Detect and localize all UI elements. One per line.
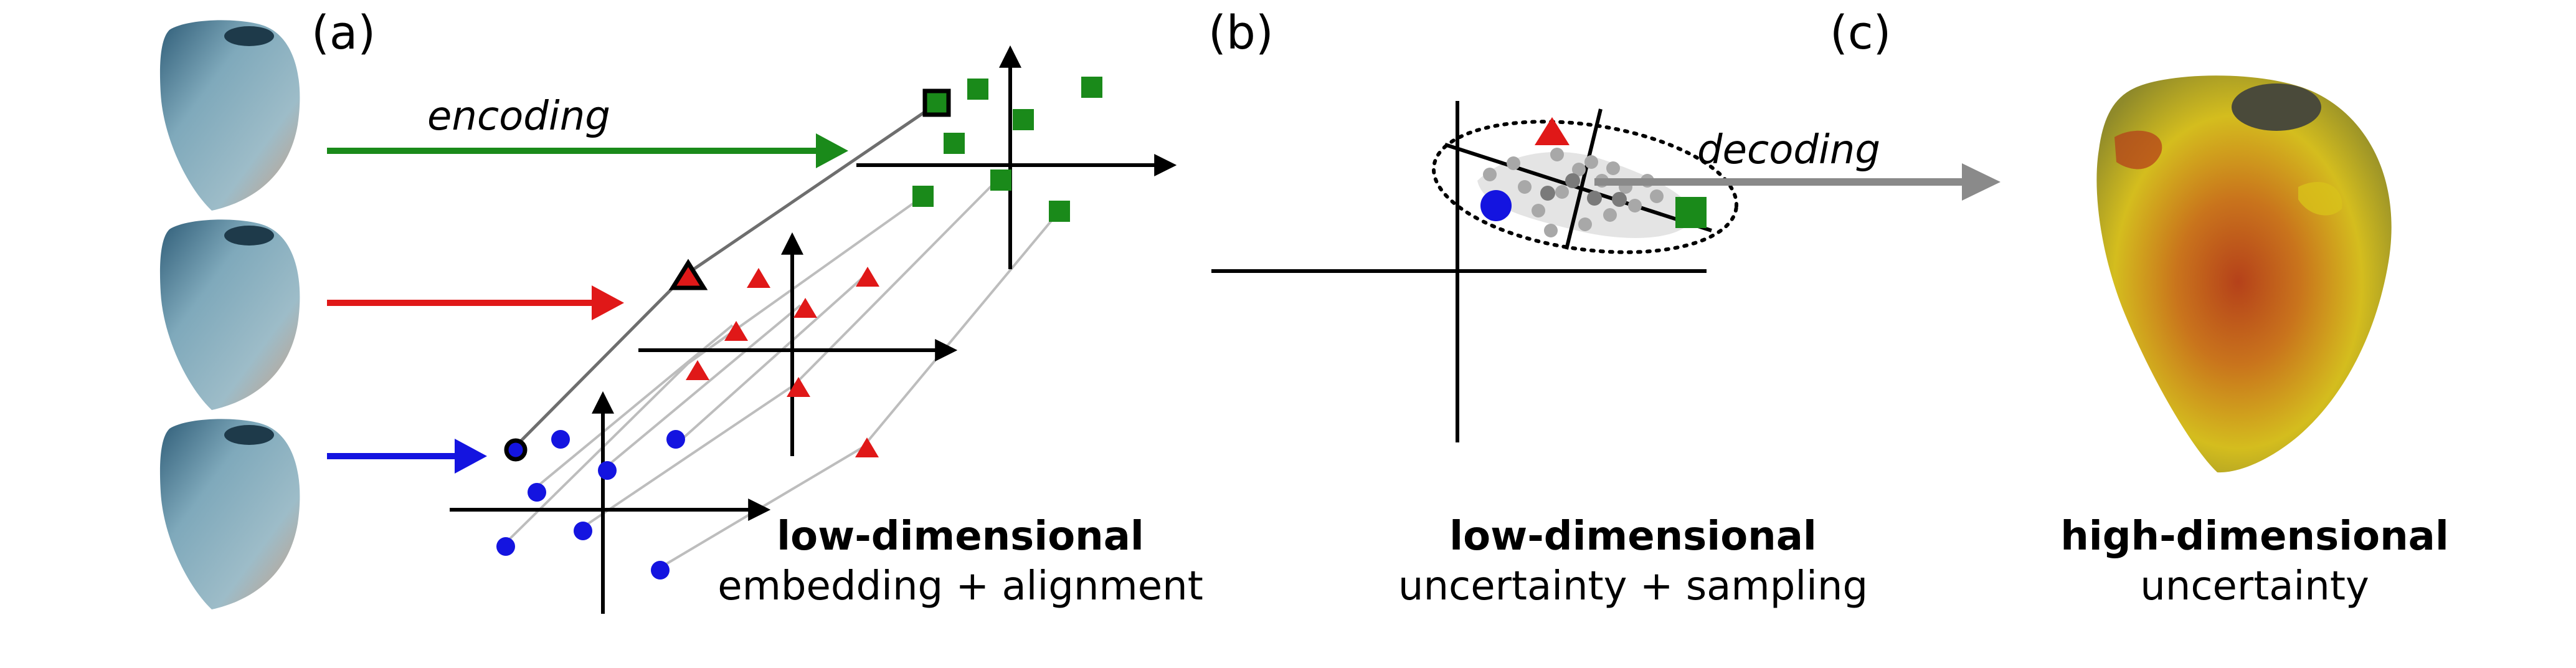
green-point	[1081, 77, 1102, 98]
encoding-label: encoding	[427, 93, 610, 140]
panel-label-a: (a)	[311, 6, 376, 60]
heart-mesh-3	[159, 419, 300, 609]
green-points	[912, 77, 1102, 222]
blue-point	[496, 537, 515, 556]
caption-c-subtitle: uncertainty	[2140, 563, 2369, 609]
blue-points	[496, 430, 685, 580]
dark-samples	[1540, 173, 1627, 207]
blue-point	[574, 522, 592, 540]
encoding-arrow-green	[327, 133, 848, 168]
sample-point	[1555, 185, 1569, 199]
caption-b-title: low-dimensional	[1449, 513, 1817, 560]
heart-mesh-2	[159, 219, 300, 410]
panel-label-b: (b)	[1208, 6, 1274, 60]
red-point	[787, 377, 810, 397]
sample-point	[1584, 155, 1598, 169]
red-point	[747, 268, 770, 288]
uncertainty-ellipse	[1431, 120, 1739, 254]
green-point	[1049, 201, 1070, 222]
sample-point	[1518, 180, 1532, 194]
caption-a-title: low-dimensional	[777, 513, 1144, 560]
green-point	[967, 79, 988, 100]
green-point	[1013, 109, 1034, 130]
sample-point	[1628, 199, 1642, 212]
blue-point-selected	[504, 438, 528, 462]
green-mean-point	[1675, 197, 1707, 228]
decoding-arrow	[1594, 163, 2001, 201]
alignment-link	[683, 275, 866, 439]
red-mean-point	[1535, 117, 1570, 145]
red-point	[856, 267, 879, 287]
alignment-link	[861, 211, 1060, 449]
sample-point	[1550, 148, 1564, 161]
red-point	[855, 437, 879, 457]
alignment-link	[603, 304, 802, 470]
red-point	[686, 360, 709, 380]
sample-point-dark	[1612, 192, 1627, 207]
alignment-link	[793, 179, 998, 386]
alignment-link	[687, 197, 922, 365]
alignment-link	[502, 362, 689, 546]
blue-point	[551, 430, 570, 449]
encoding-arrow-red	[327, 285, 624, 320]
caption-a-subtitle: embedding + alignment	[717, 563, 1203, 609]
sample-point-dark	[1587, 191, 1602, 206]
principal-axes	[1444, 108, 1712, 250]
green-embedding-axes	[856, 45, 1177, 269]
sampling-axes	[1211, 101, 1707, 442]
red-points	[668, 259, 879, 457]
sample-point	[1544, 224, 1558, 237]
sample-point	[1483, 168, 1497, 181]
decoding-label: decoding	[1697, 127, 1880, 173]
blue-point	[666, 430, 685, 449]
sample-point	[1532, 204, 1545, 217]
blue-mean-point	[1480, 190, 1512, 221]
sample-point	[1578, 217, 1592, 231]
green-point	[912, 186, 934, 207]
green-point-selected	[922, 88, 951, 117]
sample-point	[1650, 189, 1664, 203]
sample-point-dark	[1540, 186, 1555, 201]
green-point	[990, 169, 1011, 191]
alignment-link	[578, 384, 795, 531]
panel-label-c: (c)	[1830, 6, 1891, 60]
blue-point	[598, 461, 617, 480]
alignment-link-highlighted	[685, 102, 939, 276]
sample-point	[1606, 161, 1620, 175]
sample-point-dark	[1565, 173, 1580, 188]
blue-embedding-axes	[450, 391, 771, 614]
blue-point	[651, 561, 670, 580]
alignment-link	[532, 324, 734, 491]
alignment-links-highlighted	[513, 102, 939, 449]
red-point	[793, 298, 817, 318]
heart-mesh-1	[159, 20, 300, 211]
caption-b-subtitle: uncertainty + sampling	[1398, 563, 1868, 609]
sample-point	[1572, 163, 1586, 176]
uncertainty-heart	[2096, 75, 2392, 473]
sample-point	[1603, 208, 1617, 222]
red-point-selected	[668, 259, 708, 290]
alignment-link-highlighted	[513, 273, 688, 449]
red-embedding-axes	[638, 232, 958, 456]
red-point	[724, 321, 748, 341]
green-point	[944, 133, 965, 154]
caption-c-title: high-dimensional	[2060, 513, 2449, 560]
encoding-arrow-blue	[327, 439, 487, 474]
sample-point	[1507, 156, 1520, 170]
blue-point	[528, 483, 546, 502]
